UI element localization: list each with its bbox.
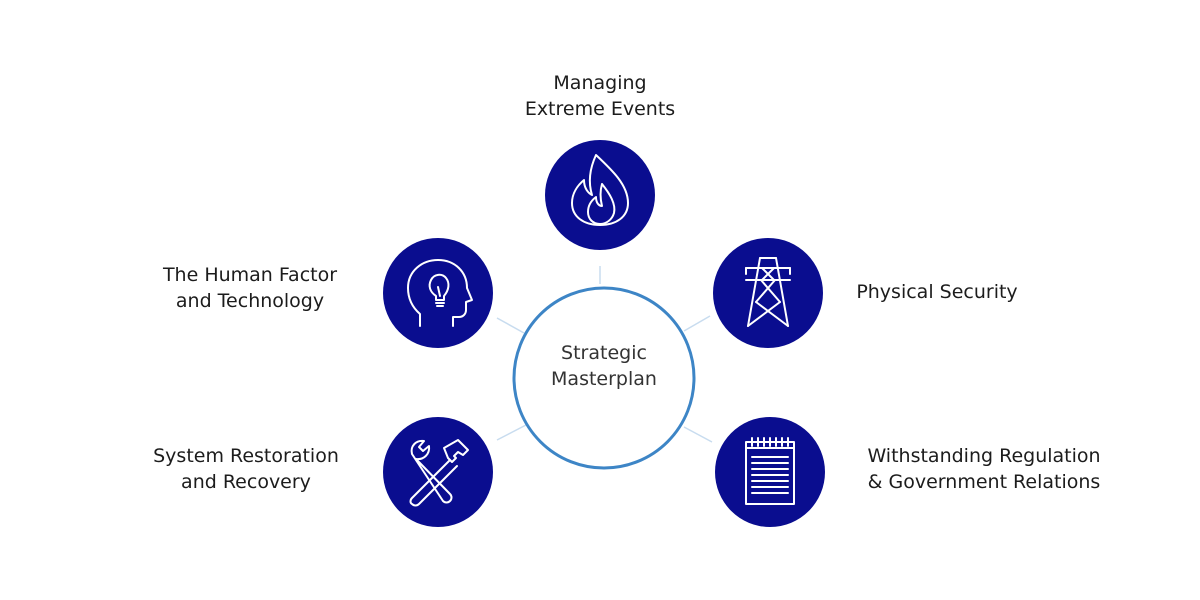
- label-left1-line2: and Technology: [175, 290, 325, 312]
- label-right2-line2: & Government Relations: [867, 471, 1101, 493]
- node-left2: [383, 417, 493, 527]
- label-right1-line1: Physical Security: [856, 281, 1018, 303]
- label-managing-extreme-events: Managing Extreme Events: [450, 70, 750, 122]
- power-tower-icon: [745, 257, 791, 327]
- node-top: [545, 140, 655, 250]
- label-system-restoration: System Restoration and Recovery: [96, 443, 396, 495]
- center-label: Strategic Masterplan: [514, 340, 694, 392]
- node-right1: [713, 238, 823, 348]
- node-right2-circle: [715, 417, 825, 527]
- label-physical-security: Physical Security: [820, 279, 1054, 305]
- center-label-line2: Masterplan: [551, 368, 657, 390]
- flame-icon: [571, 154, 629, 226]
- connector-right1: [683, 315, 711, 332]
- label-left2-line1: System Restoration: [153, 445, 339, 467]
- center-label-line1: Strategic: [561, 342, 647, 364]
- label-withstanding-regulation: Withstanding Regulation & Government Rel…: [834, 443, 1134, 495]
- label-left2-line2: and Recovery: [181, 471, 311, 493]
- notepad-icon: [745, 437, 795, 505]
- connector-right2: [683, 426, 713, 443]
- node-left1: [383, 238, 493, 348]
- label-top-line2: Extreme Events: [524, 98, 676, 120]
- tools-icon: [409, 439, 469, 507]
- label-top-line1: Managing: [553, 72, 647, 94]
- center-ring: [512, 286, 696, 470]
- node-right2: [715, 417, 825, 527]
- connector-left2: [496, 424, 527, 441]
- label-right2-line1: Withstanding Regulation: [867, 445, 1101, 467]
- head-lightbulb-icon: [407, 259, 473, 327]
- node-left1-circle: [383, 238, 493, 348]
- node-right1-circle: [713, 238, 823, 348]
- connector-left1: [496, 317, 525, 334]
- label-human-factor: The Human Factor and Technology: [100, 262, 400, 314]
- label-left1-line1: The Human Factor: [162, 264, 338, 286]
